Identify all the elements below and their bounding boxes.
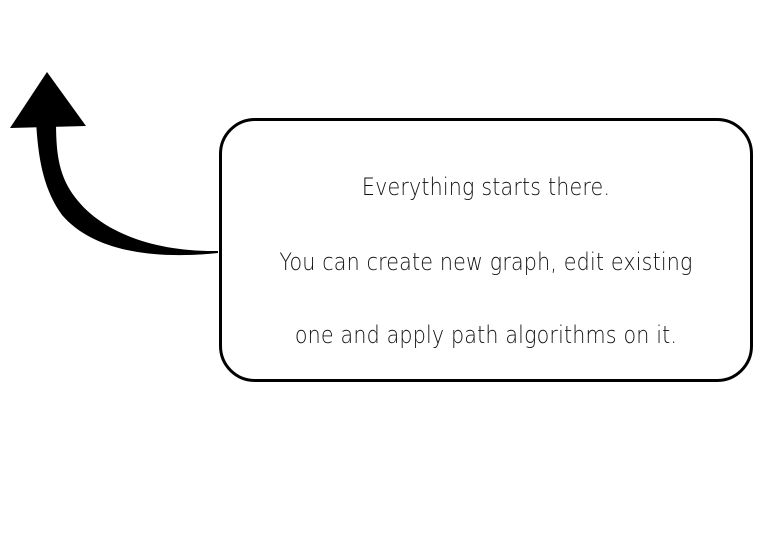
callout-text-line-1: Everything starts there. (361, 173, 611, 201)
curved-arrow-icon (10, 72, 218, 256)
callout-text-line-3: one and apply path algorithms on it. (294, 321, 678, 349)
callout-box: Everything starts there. You can create … (219, 118, 753, 382)
callout-text-line-2: You can create new graph, edit existing (279, 248, 693, 276)
